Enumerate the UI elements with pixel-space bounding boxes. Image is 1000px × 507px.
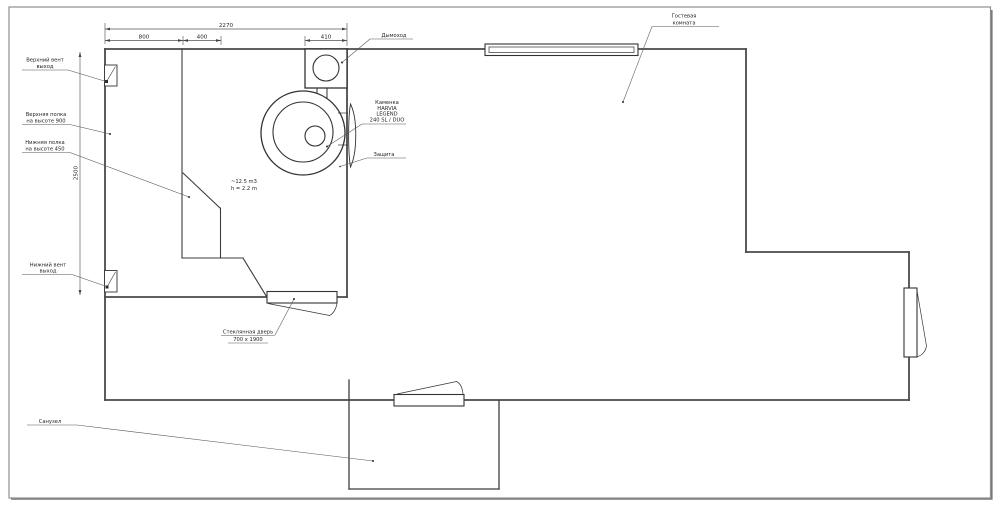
- dimension-400: 400: [183, 35, 222, 45]
- heater-firebox: [304, 125, 326, 147]
- svg-text:Верхний вент: Верхний вент: [26, 57, 64, 64]
- label-protection: Защита: [339, 152, 406, 168]
- label-lower-shelf: Нижняя полка на высоте 450: [22, 140, 190, 198]
- label-lower-vent: Нижний вент выход: [22, 262, 107, 287]
- svg-text:Гостевая: Гостевая: [672, 14, 697, 20]
- svg-text:240 SL / DUO: 240 SL / DUO: [370, 118, 405, 124]
- svg-text:2270: 2270: [219, 23, 234, 29]
- svg-text:Санузел: Санузел: [39, 419, 62, 425]
- svg-text:Стеклянная дверь: Стеклянная дверь: [223, 330, 273, 336]
- label-bathroom: Санузел: [27, 419, 374, 462]
- bathroom-walls: [348, 379, 500, 490]
- svg-text:400: 400: [197, 35, 208, 41]
- label-upper-shelf: Верхняя полка на высоте 900: [22, 112, 111, 135]
- dimension-2500: 2500: [74, 52, 82, 295]
- svg-text:выход: выход: [37, 64, 54, 70]
- svg-text:Нижняя полка: Нижняя полка: [25, 140, 64, 146]
- svg-text:LEGEND: LEGEND: [376, 112, 397, 118]
- label-upper-vent: Верхний вент выход: [22, 57, 107, 82]
- svg-text:Нижний вент: Нижний вент: [30, 262, 66, 269]
- label-heater: Каменка HARVIA LEGEND 240 SL / DUO: [326, 100, 406, 148]
- glass-door-symbol: [266, 290, 338, 316]
- svg-text:Дымоход: Дымоход: [381, 33, 406, 39]
- dimension-800: 800: [105, 35, 184, 45]
- building-walls: [104, 48, 910, 401]
- svg-text:на высоте 450: на высоте 450: [25, 147, 64, 153]
- label-chimney: Дымоход: [341, 33, 413, 64]
- svg-text:800: 800: [139, 35, 150, 41]
- svg-text:комната: комната: [673, 21, 696, 27]
- label-glass-door: Стеклянная дверь 700 x 1900: [221, 298, 295, 344]
- upper-vent-symbol: [104, 64, 118, 87]
- heater-inner-circle: [272, 101, 334, 163]
- protection-screen-symbol: [348, 102, 357, 169]
- svg-text:HARVIA: HARVIA: [377, 106, 397, 112]
- svg-text:h = 2.2 m: h = 2.2 m: [231, 186, 257, 192]
- side-door-symbol: [903, 287, 927, 358]
- svg-text:выход: выход: [40, 269, 57, 275]
- bench-outline: [181, 48, 268, 298]
- entrance-door-symbol: [393, 381, 465, 407]
- svg-text:700 x 1900: 700 x 1900: [233, 337, 262, 343]
- svg-text:Защита: Защита: [374, 152, 395, 158]
- dimension-410: 410: [304, 35, 347, 46]
- svg-text:410: 410: [321, 35, 332, 41]
- window-symbol: [484, 43, 639, 57]
- svg-text:2500: 2500: [74, 165, 80, 180]
- svg-text:на высоте 900: на высоте 900: [26, 119, 65, 125]
- svg-text:~12.5 m3: ~12.5 m3: [231, 179, 257, 185]
- chimney-pipe-icon: [312, 54, 340, 82]
- svg-text:Каменка: Каменка: [375, 100, 399, 106]
- label-guest-room: Гостевая комната: [622, 14, 719, 103]
- lower-vent-symbol: [104, 270, 118, 293]
- chimney-symbol: [304, 48, 348, 89]
- label-sauna-volume: ~12.5 m3 h = 2.2 m: [231, 179, 257, 192]
- heater-symbol: [260, 88, 348, 176]
- drawing-frame: [8, 6, 993, 500]
- svg-text:Верхняя полка: Верхняя полка: [26, 112, 67, 118]
